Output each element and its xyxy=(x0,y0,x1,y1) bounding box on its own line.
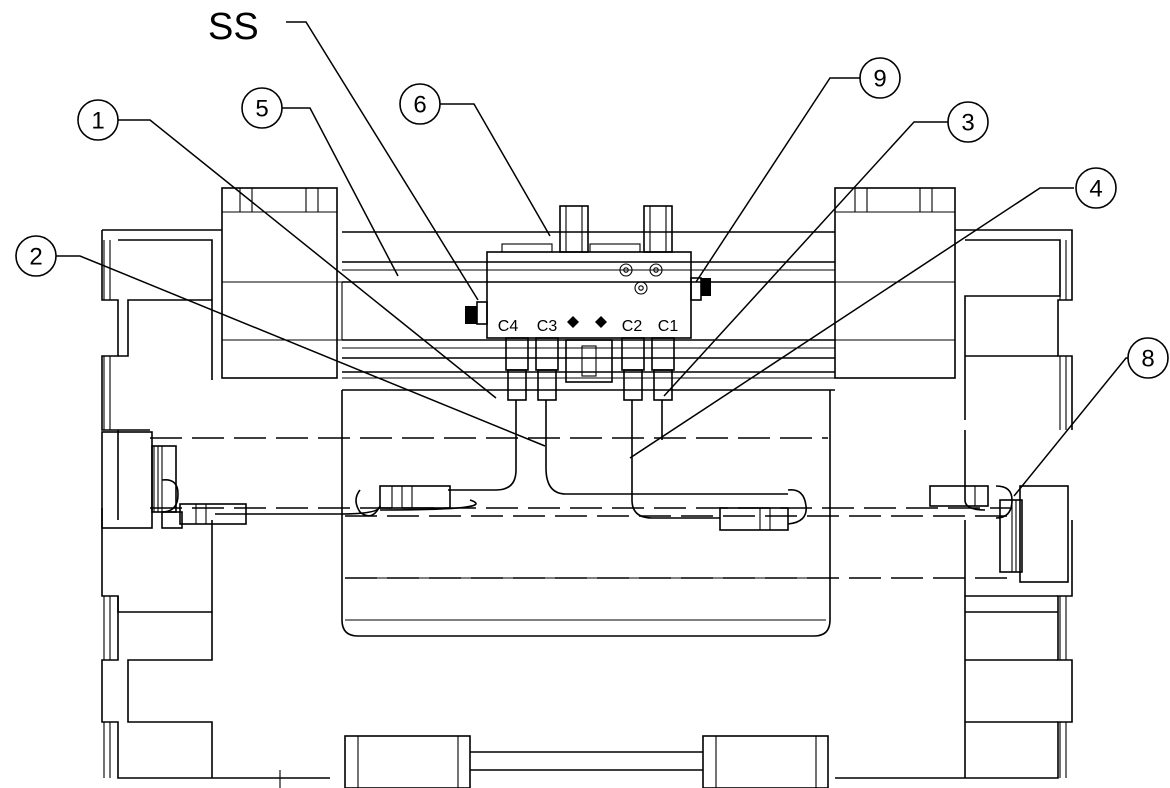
callout-5-number: 5 xyxy=(255,96,268,123)
callout-4: 4 xyxy=(1075,167,1117,209)
lower-tray xyxy=(341,390,831,637)
callout-8: 8 xyxy=(1127,337,1169,379)
port-label-c1: C1 xyxy=(658,318,679,335)
callout-1: 1 xyxy=(77,99,119,141)
callout-4-number: 4 xyxy=(1089,176,1102,203)
manifold-block: C4 C3 C2 C1 xyxy=(465,205,711,339)
center-rails xyxy=(342,231,835,391)
tube-cylinders xyxy=(179,485,989,531)
callout-3: 3 xyxy=(947,101,989,143)
callout-9: 9 xyxy=(859,57,901,99)
callout-6-number: 6 xyxy=(413,92,426,119)
callout-5: 5 xyxy=(241,87,283,129)
callout-1-number: 1 xyxy=(91,108,104,135)
callout-6: 6 xyxy=(399,83,441,125)
left-end-block xyxy=(101,431,183,529)
callout-9-number: 9 xyxy=(873,66,886,93)
callout-2: 2 xyxy=(15,235,57,277)
port-label-c3: C3 xyxy=(537,318,558,335)
centerlines xyxy=(150,437,1010,579)
callout-ss: SS xyxy=(208,6,259,48)
right-upright-block xyxy=(834,187,956,379)
right-end-block xyxy=(964,430,1069,583)
port-label-c4: C4 xyxy=(498,318,519,335)
tubing xyxy=(215,400,788,519)
bottom-cylinder xyxy=(279,735,829,788)
manifold-fittings xyxy=(505,337,675,401)
callout-3-number: 3 xyxy=(961,110,974,137)
left-upright-block xyxy=(221,187,343,379)
callout-8-number: 8 xyxy=(1141,346,1154,373)
callout-2-number: 2 xyxy=(29,244,42,271)
leader-lines xyxy=(56,21,1154,497)
port-label-c2: C2 xyxy=(622,318,643,335)
fixture-frame xyxy=(101,229,1073,779)
